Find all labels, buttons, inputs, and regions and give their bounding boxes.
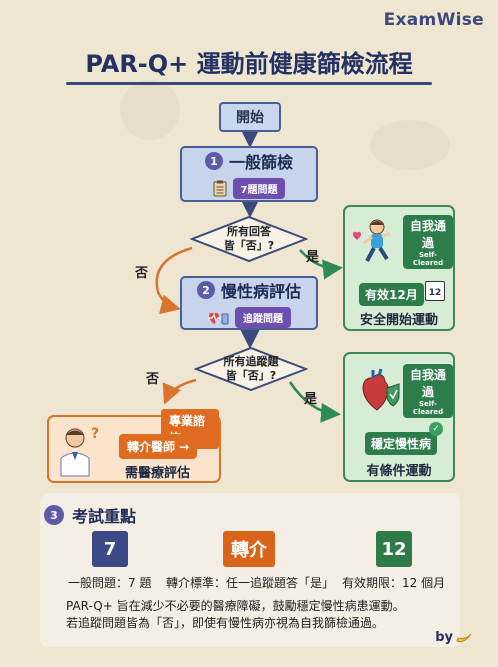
step1-number: 1 — [204, 152, 223, 170]
banana-icon — [456, 633, 472, 642]
key-point-referral-box: 轉介 — [223, 531, 275, 567]
outcome-safe-exercise: 自我通過 Self-Cleared 有效12月 12 安全開始運動 — [343, 205, 455, 331]
step1-general-screening: 1 一般篩檢 7題問題 — [180, 146, 318, 202]
medical-heart-icon — [208, 312, 229, 324]
outcome1-label: 安全開始運動 — [359, 313, 438, 328]
referral-button: 轉介醫師 → — [119, 434, 198, 459]
decision2: 所有追蹤題皆「否」? — [194, 346, 308, 392]
heart-shield-icon — [362, 368, 400, 411]
runner-icon — [352, 219, 391, 262]
step2-number: 2 — [196, 281, 215, 299]
decision1-line1: 所有回答 — [227, 224, 271, 238]
outcome1-cleared-label: 自我通過 — [409, 219, 446, 250]
outcome2-badge-label: 穩定慢性病 — [371, 437, 432, 451]
clipboard-icon — [213, 180, 227, 197]
decision1: 所有回答皆「否」? — [190, 215, 308, 263]
arrow-decision2-yes — [288, 381, 341, 423]
byline-text: by — [435, 630, 453, 645]
brand-logo: ExamWise — [383, 10, 484, 30]
paper-stain — [120, 80, 180, 140]
decision1-line2: 皆「否」? — [223, 239, 275, 252]
decision1-no-label: 否 — [135, 266, 149, 281]
decision1-yes-label: 是 — [306, 250, 320, 265]
title-underline — [66, 82, 432, 85]
outcome2-stable-badge: 穩定慢性病 — [365, 432, 438, 455]
outcome1-validity: 有效12月 — [365, 288, 418, 302]
referral-card: ? 專業諮詢 轉介醫師 → 需醫療評估 — [47, 409, 221, 483]
key-points-number: 3 — [44, 505, 64, 525]
calendar-icon: 12 — [425, 281, 445, 301]
key-point-validity-caption: 有效期限：12 個月 — [342, 576, 446, 590]
key-points-note-2: 若追蹤問題皆為「否」，即使有慢性病亦視為自我篩檢通過。 — [66, 616, 385, 630]
check-icon: ✓ — [429, 422, 443, 436]
step1-title: 一般篩檢 — [228, 153, 293, 172]
decision2-diamond — [194, 346, 308, 392]
step2-title: 慢性病評估 — [220, 282, 301, 301]
decision2-no-label: 否 — [146, 372, 160, 387]
start-label: 開始 — [236, 110, 264, 126]
outcome-conditional-exercise: 自我通過 Self-Cleared 穩定慢性病 ✓ 有條件運動 — [343, 352, 455, 482]
calendar-number: 12 — [428, 287, 442, 298]
arrow-decision1-yes — [299, 249, 343, 280]
outcome2-label: 有條件運動 — [366, 464, 432, 479]
outcome1-validity-badge: 有效12月 — [359, 283, 424, 306]
doctor-icon: ? — [60, 426, 99, 477]
key-point-validity-box: 12 — [376, 531, 412, 567]
outcome2-self-cleared-badge: 自我通過 Self-Cleared — [403, 364, 453, 418]
decision2-line1: 所有追蹤題 — [223, 354, 279, 368]
key-points-header: 3 考試重點 — [44, 503, 136, 527]
key-point-questions-caption: 一般問題：7 題 — [68, 576, 152, 590]
key-point-referral-caption: 轉介標準：任一追蹤題答「是」 — [166, 576, 335, 590]
arrow-decision1-no — [155, 246, 193, 315]
outcome2-cleared-label: 自我通過 — [409, 368, 446, 399]
arrow-decision2-no — [162, 378, 197, 405]
svg-text:?: ? — [91, 426, 99, 442]
paper-stain — [370, 120, 450, 170]
key-points-section: 3 考試重點 7 轉介 12 一般問題：7 題 轉介標準：任一追蹤題答「是」 有… — [40, 493, 460, 647]
byline: by — [435, 630, 472, 645]
outcome1-self-cleared-badge: 自我通過 Self-Cleared — [403, 215, 453, 269]
start-node: 開始 — [219, 102, 281, 132]
outcome2-cleared-en: Self-Cleared — [412, 400, 444, 416]
step2-chronic-assessment: 2 慢性病評估 追蹤問題 — [180, 276, 318, 330]
referral-label: 需醫療評估 — [125, 466, 191, 481]
key-point-questions-box: 7 — [92, 531, 128, 567]
key-points-title: 考試重點 — [72, 507, 137, 526]
decision2-yes-label: 是 — [304, 392, 318, 407]
step1-badge: 7題問題 — [232, 178, 286, 199]
page-title: PAR-Q+ 運動前健康篩檢流程 — [85, 50, 413, 78]
step2-badge: 追蹤問題 — [235, 307, 291, 328]
outcome1-cleared-en: Self-Cleared — [412, 251, 444, 267]
decision2-line2: 皆「否」? — [225, 369, 277, 382]
decision1-diamond — [190, 215, 308, 263]
key-points-note-1: PAR-Q+ 旨在減少不必要的醫療障礙，鼓勵穩定慢性病患運動。 — [66, 599, 405, 613]
